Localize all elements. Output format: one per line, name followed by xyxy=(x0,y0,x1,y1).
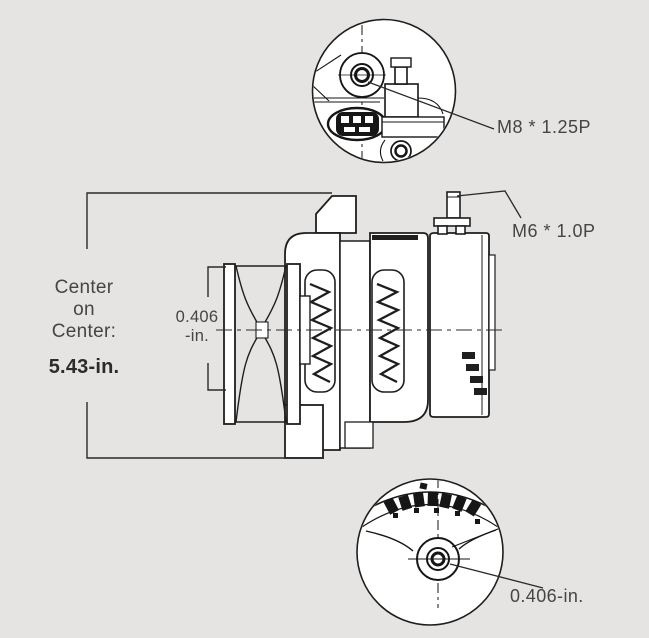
vent-band-rear xyxy=(371,269,405,393)
pulley xyxy=(223,263,311,425)
m8-leader-line xyxy=(367,81,495,130)
center-on-center-value: 5.43-in. xyxy=(48,356,120,378)
pulley-width-dimension: 0.406 -in. xyxy=(175,308,219,345)
center-on-center-label: Center on Center: xyxy=(51,277,117,342)
m8-thread-label: M8 * 1.25P xyxy=(497,117,592,137)
bottom-detail-content xyxy=(358,480,502,608)
m6-thread-label: M6 * 1.0P xyxy=(512,221,596,241)
mount-hole-leader-line xyxy=(449,563,544,589)
connector-plug xyxy=(326,106,388,142)
dimension-bracket-center-on-center xyxy=(86,192,332,459)
top-slot xyxy=(372,235,418,240)
rear-vent-fins xyxy=(462,352,487,395)
stator-section xyxy=(339,240,371,449)
terminal-stud xyxy=(433,191,471,235)
rear-cover-tab xyxy=(488,254,496,371)
top-detail-content xyxy=(313,25,445,162)
vent-slots xyxy=(383,482,482,524)
m6-leader-line xyxy=(456,190,522,219)
mounting-lug xyxy=(315,195,357,234)
dimension-bracket-pulley-width xyxy=(207,266,226,391)
mount-hole-dimension-label: 0.406-in. xyxy=(510,586,584,606)
alternator-side-view xyxy=(216,191,506,459)
rear-lower-step xyxy=(344,421,374,449)
